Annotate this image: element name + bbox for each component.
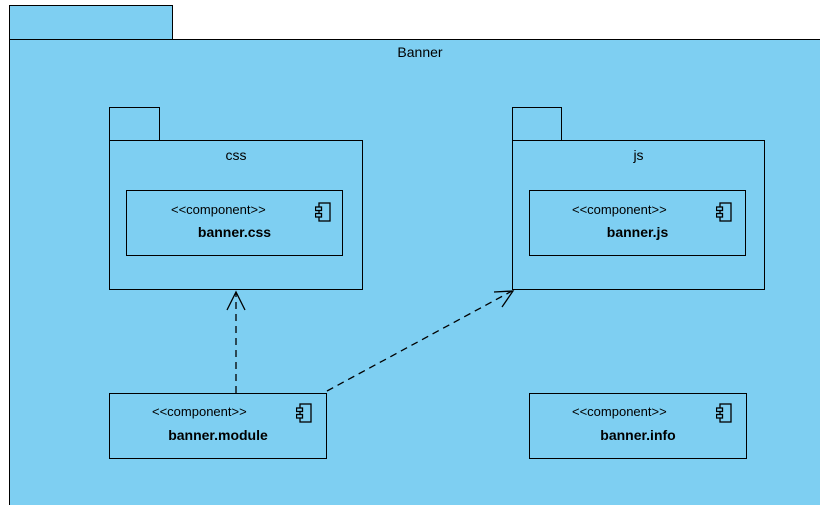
component-name: banner.info — [600, 427, 676, 443]
css-package-name: css — [225, 147, 247, 163]
component-name: banner.module — [168, 427, 268, 443]
stereotype-label: <<component>> — [152, 404, 247, 419]
stereotype-label: <<component>> — [171, 202, 266, 217]
component-name: banner.js — [606, 224, 669, 240]
js-package-tab — [512, 107, 562, 141]
component-icon — [296, 403, 312, 423]
component-icon — [716, 202, 732, 222]
banner-js-component[interactable]: <<component>> banner.js — [529, 190, 746, 256]
stereotype-label: <<component>> — [572, 404, 667, 419]
banner-package-name: Banner — [397, 44, 443, 60]
component-name: banner.css — [197, 224, 272, 240]
stereotype-label: <<component>> — [572, 202, 667, 217]
banner-module-component[interactable]: <<component>> banner.module — [109, 393, 327, 459]
component-icon — [315, 202, 331, 222]
css-package-tab — [109, 107, 160, 141]
banner-package-tab — [9, 5, 173, 40]
banner-info-component[interactable]: <<component>> banner.info — [529, 393, 747, 459]
component-icon — [716, 403, 732, 423]
js-package-name: js — [633, 147, 644, 163]
banner-css-component[interactable]: <<component>> banner.css — [126, 190, 343, 256]
